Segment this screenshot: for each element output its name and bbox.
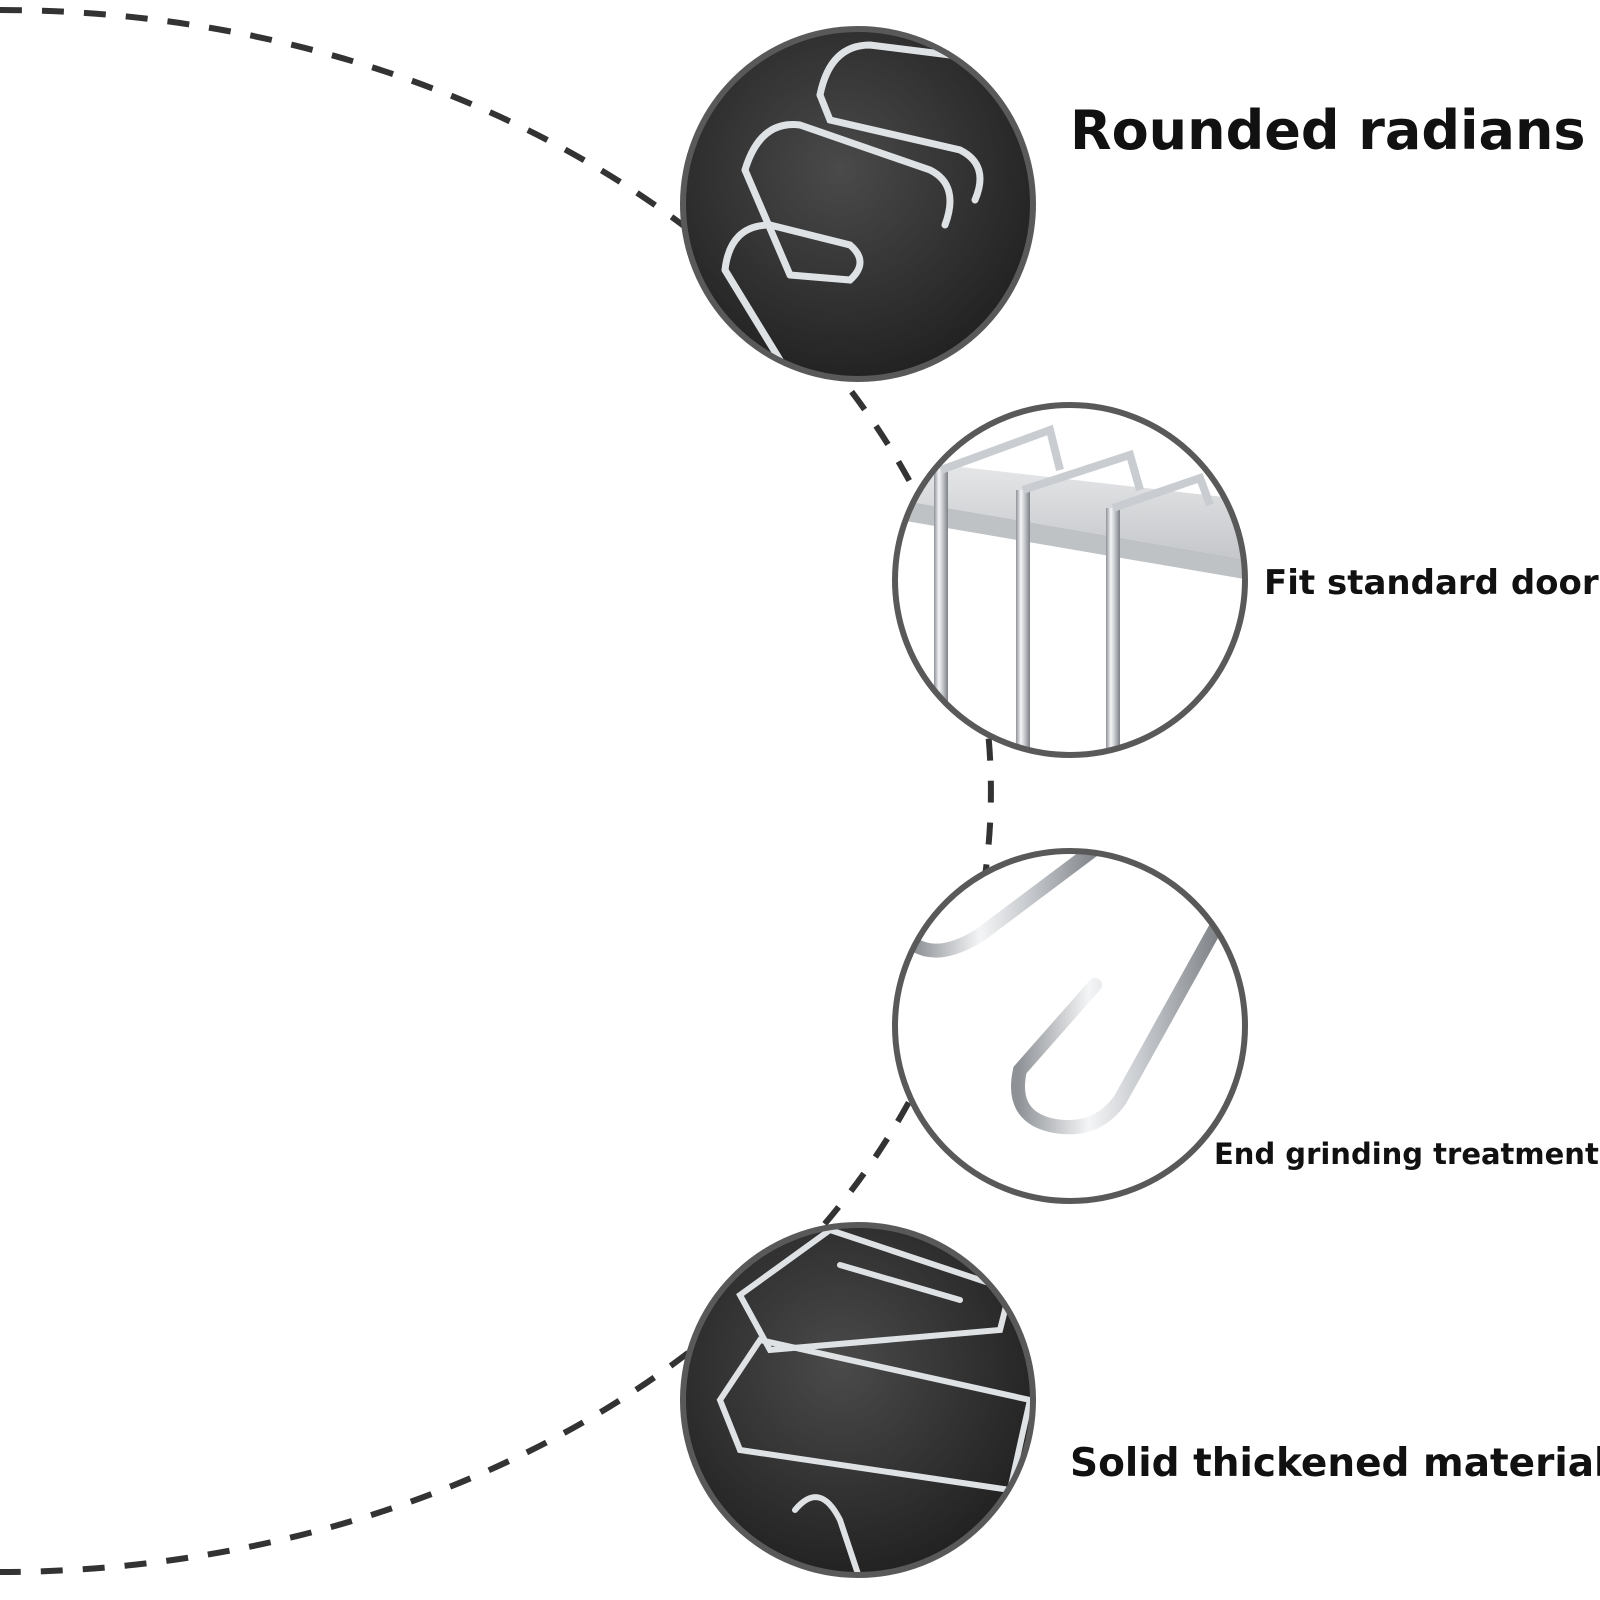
feature-label-rounded-radians: Rounded radians — [1070, 99, 1586, 162]
feature-label-fit-standard-door: Fit standard door — [1264, 563, 1599, 603]
feature-3-photo — [895, 851, 1245, 1201]
feature-2-photo — [895, 405, 1245, 755]
dashed-connector-arc — [0, 7, 995, 1575]
feature-3-circle-outline — [892, 848, 1248, 1204]
hook-front — [110, 255, 546, 1320]
hook-middle — [30, 215, 330, 345]
feature-1-circle-outline — [680, 26, 1036, 382]
feature-label-solid-material: Solid thickened material — [1070, 1441, 1600, 1486]
feature-1-photo — [683, 29, 1033, 379]
feature-2-circle-outline — [892, 402, 1248, 758]
feature-4-circle-outline — [680, 1222, 1036, 1578]
feature-label-end-grinding: End grinding treatment — [1214, 1137, 1599, 1171]
hook-left — [0, 150, 80, 1190]
